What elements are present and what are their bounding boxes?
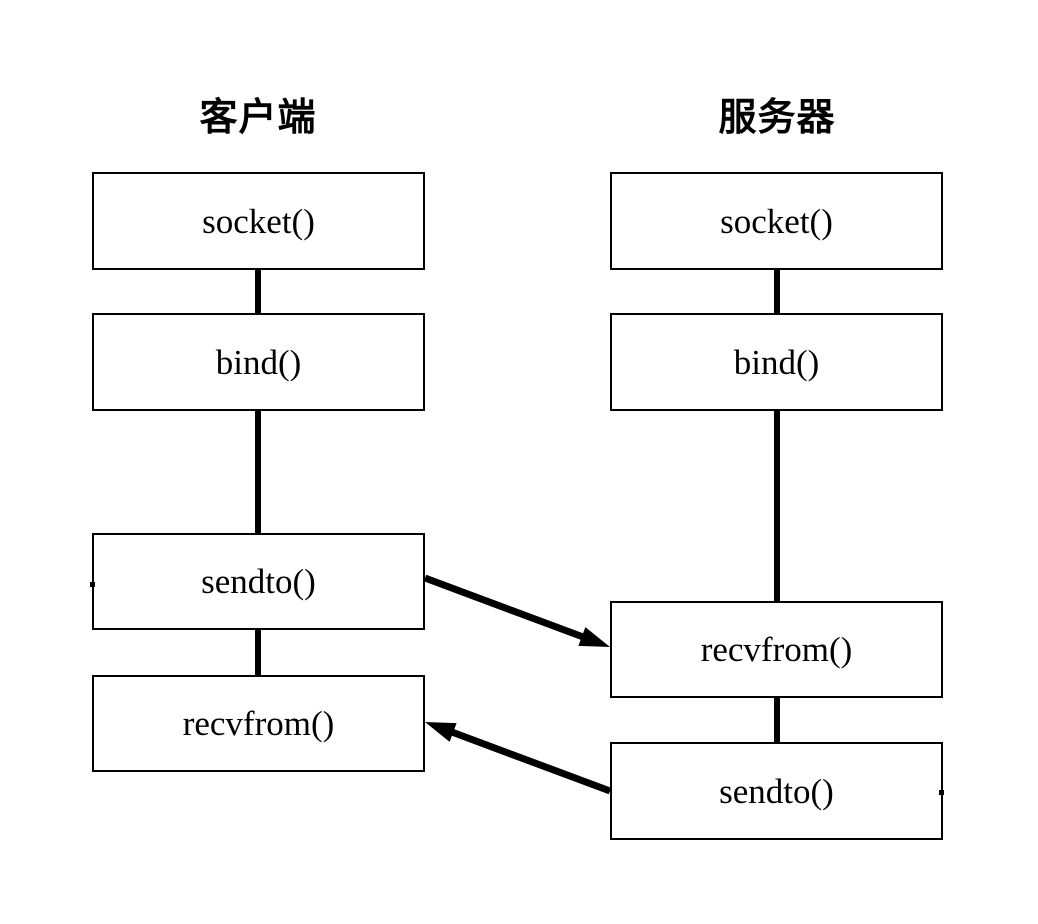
connector-client-0 <box>255 270 261 313</box>
node-client-sendto: sendto() <box>92 533 425 630</box>
connector-client-2 <box>255 630 261 675</box>
node-client-socket: socket() <box>92 172 425 270</box>
node-label: sendto() <box>719 771 834 811</box>
column-title-server: 服务器 <box>718 95 836 139</box>
node-server-sendto: sendto() <box>610 742 943 840</box>
node-label: recvfrom() <box>182 704 335 743</box>
node-label: socket() <box>720 201 833 241</box>
node-label: sendto() <box>201 562 316 601</box>
node-label: bind() <box>215 342 302 382</box>
edge-tick-mark <box>939 790 944 795</box>
connector-server-2 <box>774 698 780 742</box>
arrow-shaft <box>423 574 589 642</box>
arrow-head <box>425 722 457 742</box>
connector-server-1 <box>774 411 780 601</box>
node-client-recvfrom: recvfrom() <box>92 675 425 772</box>
arrow-shaft <box>446 727 612 795</box>
arrow-head <box>578 627 610 647</box>
node-label: socket() <box>202 201 315 241</box>
connector-client-1 <box>255 411 261 533</box>
connector-server-0 <box>774 270 780 313</box>
edge-tick-mark <box>90 582 95 587</box>
column-title-client: 客户端 <box>199 95 317 139</box>
node-client-bind: bind() <box>92 313 425 411</box>
node-server-socket: socket() <box>610 172 943 270</box>
node-label: recvfrom() <box>700 630 853 669</box>
node-label: bind() <box>733 342 820 382</box>
node-server-recvfrom: recvfrom() <box>610 601 943 698</box>
node-server-bind: bind() <box>610 313 943 411</box>
